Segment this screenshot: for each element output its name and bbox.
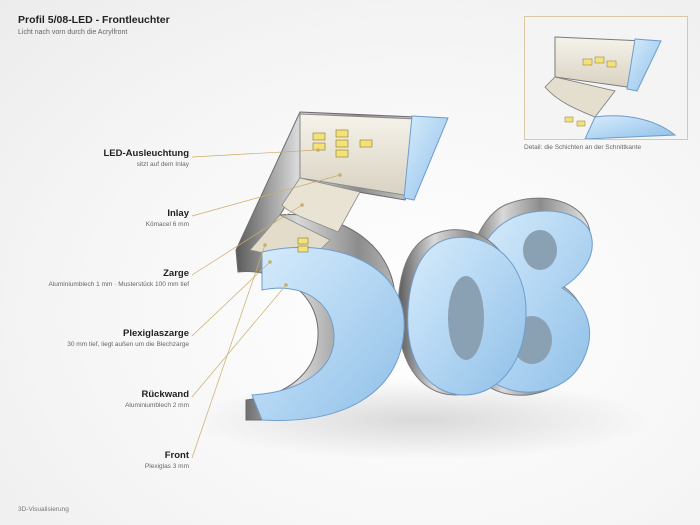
label-title: Plexiglaszarge	[122, 328, 189, 339]
label-plexiglaszarge: Plexiglaszarge 30 mm tief, liegt außen u…	[4, 328, 189, 348]
label-sub: Aluminiumblech 1 mm · Musterstück 100 mm…	[48, 281, 189, 288]
label-sub: Kömacel 6 mm	[145, 221, 189, 228]
label-led: LED-Ausleuchtung sitzt auf dem Inlay	[4, 148, 190, 168]
label-title: Front	[164, 450, 189, 461]
label-sub: Plexiglas 3 mm	[144, 463, 189, 470]
page-subtitle: Licht nach vorn durch die Acrylfront	[18, 29, 128, 36]
page-title: Profil 5/08-LED - Frontleuchter	[18, 14, 170, 26]
label-front: Front Plexiglas 3 mm	[4, 450, 189, 470]
footer-note: 3D-Visualisierung	[18, 506, 69, 513]
label-title: Zarge	[163, 268, 189, 279]
header: Profil 5/08-LED - Frontleuchter Licht na…	[18, 14, 170, 36]
detail-inset	[524, 16, 688, 140]
label-sub: Aluminiumblech 2 mm	[125, 402, 189, 409]
label-title: Rückwand	[141, 389, 189, 400]
label-sub: sitzt auf dem Inlay	[136, 161, 189, 168]
leader-dots	[263, 148, 342, 287]
label-zarge: Zarge Aluminiumblech 1 mm · Musterstück …	[4, 268, 189, 288]
label-sub: 30 mm tief, liegt außen um die Blechzarg…	[67, 341, 189, 348]
label-inlay: Inlay Kömacel 6 mm	[4, 208, 189, 228]
label-title: Inlay	[167, 208, 189, 219]
label-title: LED-Ausleuchtung	[103, 148, 190, 159]
leader-lines	[191, 149, 341, 459]
label-rueckwand: Rückwand Aluminiumblech 2 mm	[4, 389, 189, 409]
detail-caption: Detail: die Schichten an der Schnittkant…	[524, 144, 642, 151]
detail-illustration	[525, 17, 687, 139]
digit-5	[235, 111, 449, 422]
digit-0	[397, 229, 527, 396]
